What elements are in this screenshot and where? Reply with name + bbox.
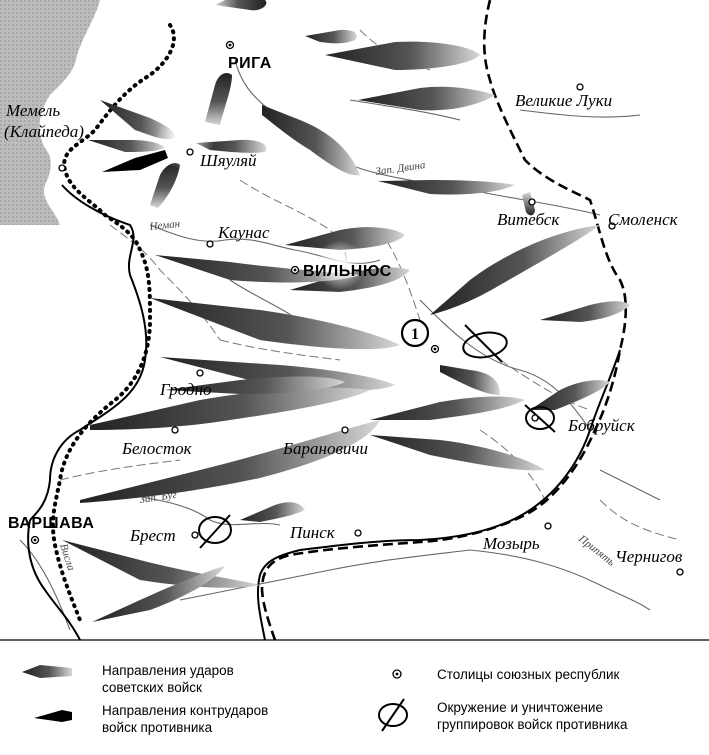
label-bobruisk: Бобруйск bbox=[567, 416, 636, 435]
front-line-end bbox=[50, 23, 176, 622]
label-grodno: Гродно bbox=[159, 380, 212, 399]
encirclement-symbols bbox=[198, 324, 556, 549]
legend-counter-arrow-icon bbox=[34, 710, 72, 722]
legend-encirclement-line1: Окружение и уничтожение bbox=[437, 700, 603, 715]
label-shiauliai: Шяуляй bbox=[199, 151, 257, 170]
encirclement-brest bbox=[198, 514, 232, 549]
label-riga: РИГА bbox=[228, 55, 272, 72]
state-border-line bbox=[29, 184, 148, 521]
label-pinsk: Пинск bbox=[289, 523, 336, 542]
label-zap-dvina: Зап. Двина bbox=[375, 159, 427, 178]
glow-shiauliai bbox=[155, 110, 215, 170]
city-markers bbox=[30, 40, 684, 576]
label-vitebsk: Витебск bbox=[497, 210, 560, 229]
label-memel: Мемель bbox=[5, 101, 60, 120]
label-mozyr: Мозырь bbox=[482, 534, 540, 553]
state-border-south bbox=[27, 519, 81, 641]
encirclement-minsk bbox=[462, 324, 508, 363]
label-smolensk: Смоленск bbox=[608, 210, 679, 229]
legend: Направления ударов советских войск Напра… bbox=[22, 663, 628, 735]
legend-encirclement-line2: группировок войск противника bbox=[437, 717, 628, 732]
label-kaunas: Каунас bbox=[217, 223, 270, 242]
label-chernigov: Чернигов bbox=[615, 547, 683, 566]
legend-counter-line1: Направления контрударов bbox=[102, 703, 268, 718]
label-velikie-luki: Великие Луки bbox=[515, 91, 612, 110]
glow-vilnius bbox=[315, 240, 365, 290]
soviet-strike-arrows bbox=[62, 0, 630, 622]
legend-soviet-line2: советских войск bbox=[102, 680, 202, 695]
front-line-south bbox=[256, 349, 621, 641]
label-brest: Брест bbox=[129, 526, 176, 545]
label-baranovichi: Барановичи bbox=[282, 439, 368, 458]
encirclement-bobruisk bbox=[524, 404, 556, 433]
label-belostok: Белосток bbox=[121, 439, 193, 458]
label-klaipeda: (Клайпеда) bbox=[4, 122, 84, 141]
label-warsaw: ВАРШАВА bbox=[8, 515, 94, 532]
label-pripyat: Припять bbox=[575, 532, 617, 568]
legend-soviet-arrow-icon bbox=[22, 665, 72, 678]
minsk-number-label: 1 bbox=[411, 326, 419, 343]
minsk-number-marker bbox=[400, 318, 430, 348]
baltic-sea bbox=[0, 0, 100, 225]
legend-counter-line2: войск противника bbox=[102, 720, 213, 735]
city-labels: РИГА Мемель (Клайпеда) Шяуляй Великие Лу… bbox=[4, 55, 683, 566]
label-zap-bug: Зап. Буг bbox=[139, 489, 178, 506]
legend-soviet-line1: Направления ударов bbox=[102, 663, 234, 678]
label-vilnius: ВИЛЬНЮС bbox=[303, 263, 392, 280]
label-neman: Неман bbox=[148, 218, 181, 233]
front-line-start bbox=[260, 0, 628, 641]
legend-encirclement-icon bbox=[378, 698, 408, 732]
legend-capital-text: Столицы союзных республик bbox=[437, 667, 620, 682]
counter-strike-arrow bbox=[102, 150, 168, 172]
